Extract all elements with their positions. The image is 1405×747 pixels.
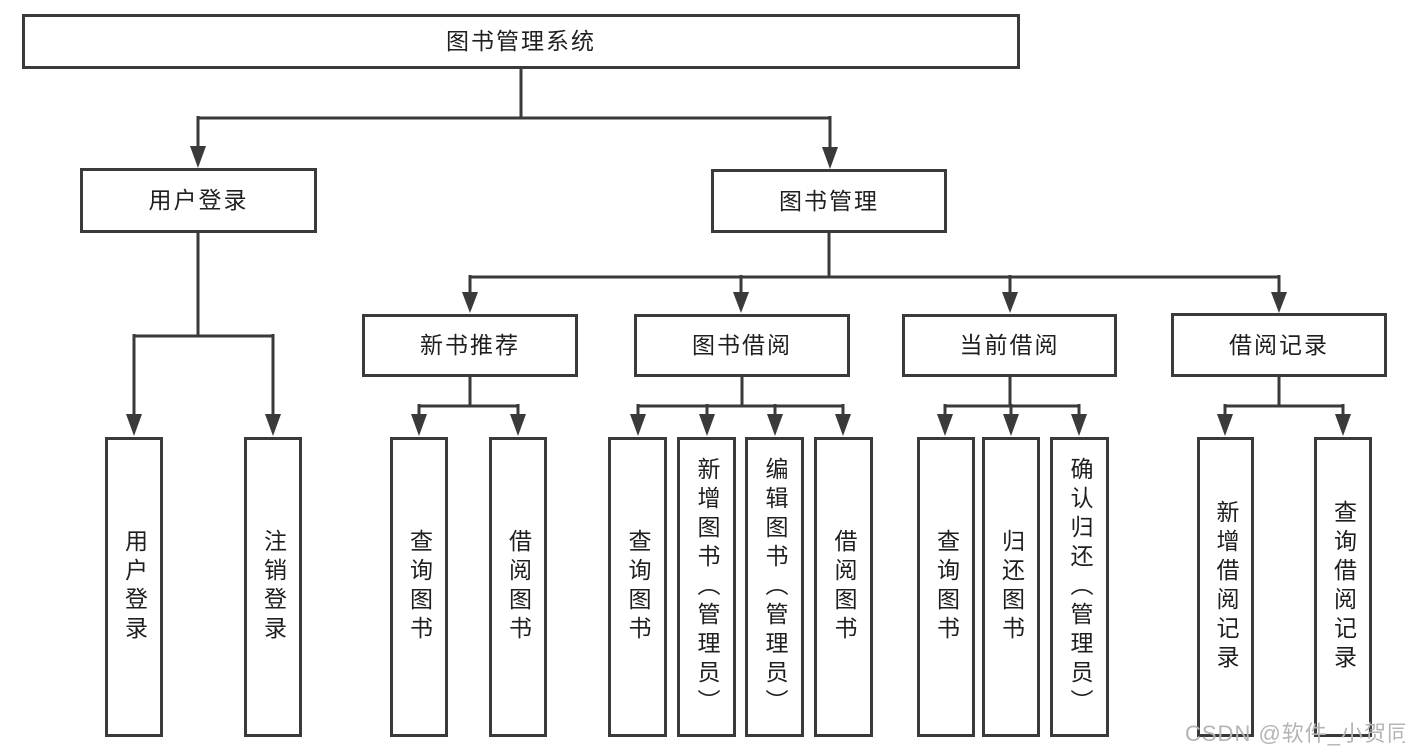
node-borrow-records-label: 借阅记录 xyxy=(1229,331,1329,358)
leaf-query-books-recommend: 查询图书 xyxy=(390,437,448,737)
leaf-query-books-recommend-label: 查询图书 xyxy=(406,529,433,645)
node-new-book-recommend-label: 新书推荐 xyxy=(420,332,520,358)
leaf-add-borrow-record-label: 新增借阅记录 xyxy=(1213,500,1239,674)
leaf-borrow-books: 借阅图书 xyxy=(814,437,873,737)
leaf-query-books-borrow: 查询图书 xyxy=(608,437,667,737)
node-current-borrow-label: 当前借阅 xyxy=(959,332,1060,358)
leaf-add-borrow-record: 新增借阅记录 xyxy=(1197,437,1254,737)
leaf-borrow-books-label: 借阅图书 xyxy=(831,529,857,645)
node-book-borrow-label: 图书借阅 xyxy=(692,332,792,358)
node-book-borrow: 图书借阅 xyxy=(634,314,850,377)
node-user-login: 用户登录 xyxy=(80,168,317,233)
watermark: CSDN @软件_小贺同学 xyxy=(1185,721,1405,746)
node-book-management-label: 图书管理 xyxy=(779,187,879,214)
node-new-book-recommend: 新书推荐 xyxy=(362,314,578,377)
leaf-borrow-books-recommend-label: 借阅图书 xyxy=(505,529,532,645)
leaf-logout: 注销登录 xyxy=(244,437,302,737)
node-borrow-records: 借阅记录 xyxy=(1171,313,1387,377)
node-user-login-label: 用户登录 xyxy=(148,187,249,213)
leaf-user-login-label: 用户登录 xyxy=(121,529,148,645)
leaf-confirm-return-admin: 确认归还（管理员） xyxy=(1050,437,1109,737)
node-current-borrow: 当前借阅 xyxy=(902,314,1117,377)
leaf-query-books-current-label: 查询图书 xyxy=(933,529,960,645)
leaf-add-book-admin-label: 新增图书（管理员） xyxy=(694,456,720,718)
node-book-management: 图书管理 xyxy=(711,169,947,233)
leaf-query-books-borrow-label: 查询图书 xyxy=(625,529,651,645)
leaf-add-book-admin: 新增图书（管理员） xyxy=(677,437,736,737)
node-root-label: 图书管理系统 xyxy=(446,28,596,54)
leaf-confirm-return-admin-label: 确认归还（管理员） xyxy=(1067,456,1093,718)
leaf-return-books: 归还图书 xyxy=(982,437,1040,737)
leaf-return-books-label: 归还图书 xyxy=(998,529,1025,645)
leaf-edit-book-admin: 编辑图书（管理员） xyxy=(745,437,804,737)
leaf-query-borrow-record-label: 查询借阅记录 xyxy=(1330,500,1357,674)
leaf-borrow-books-recommend: 借阅图书 xyxy=(489,437,547,737)
leaf-edit-book-admin-label: 编辑图书（管理员） xyxy=(762,456,788,718)
leaf-query-borrow-record: 查询借阅记录 xyxy=(1314,437,1372,737)
node-root: 图书管理系统 xyxy=(22,14,1020,69)
leaf-query-books-current: 查询图书 xyxy=(917,437,975,737)
leaf-logout-label: 注销登录 xyxy=(260,529,287,645)
leaf-user-login: 用户登录 xyxy=(105,437,163,737)
